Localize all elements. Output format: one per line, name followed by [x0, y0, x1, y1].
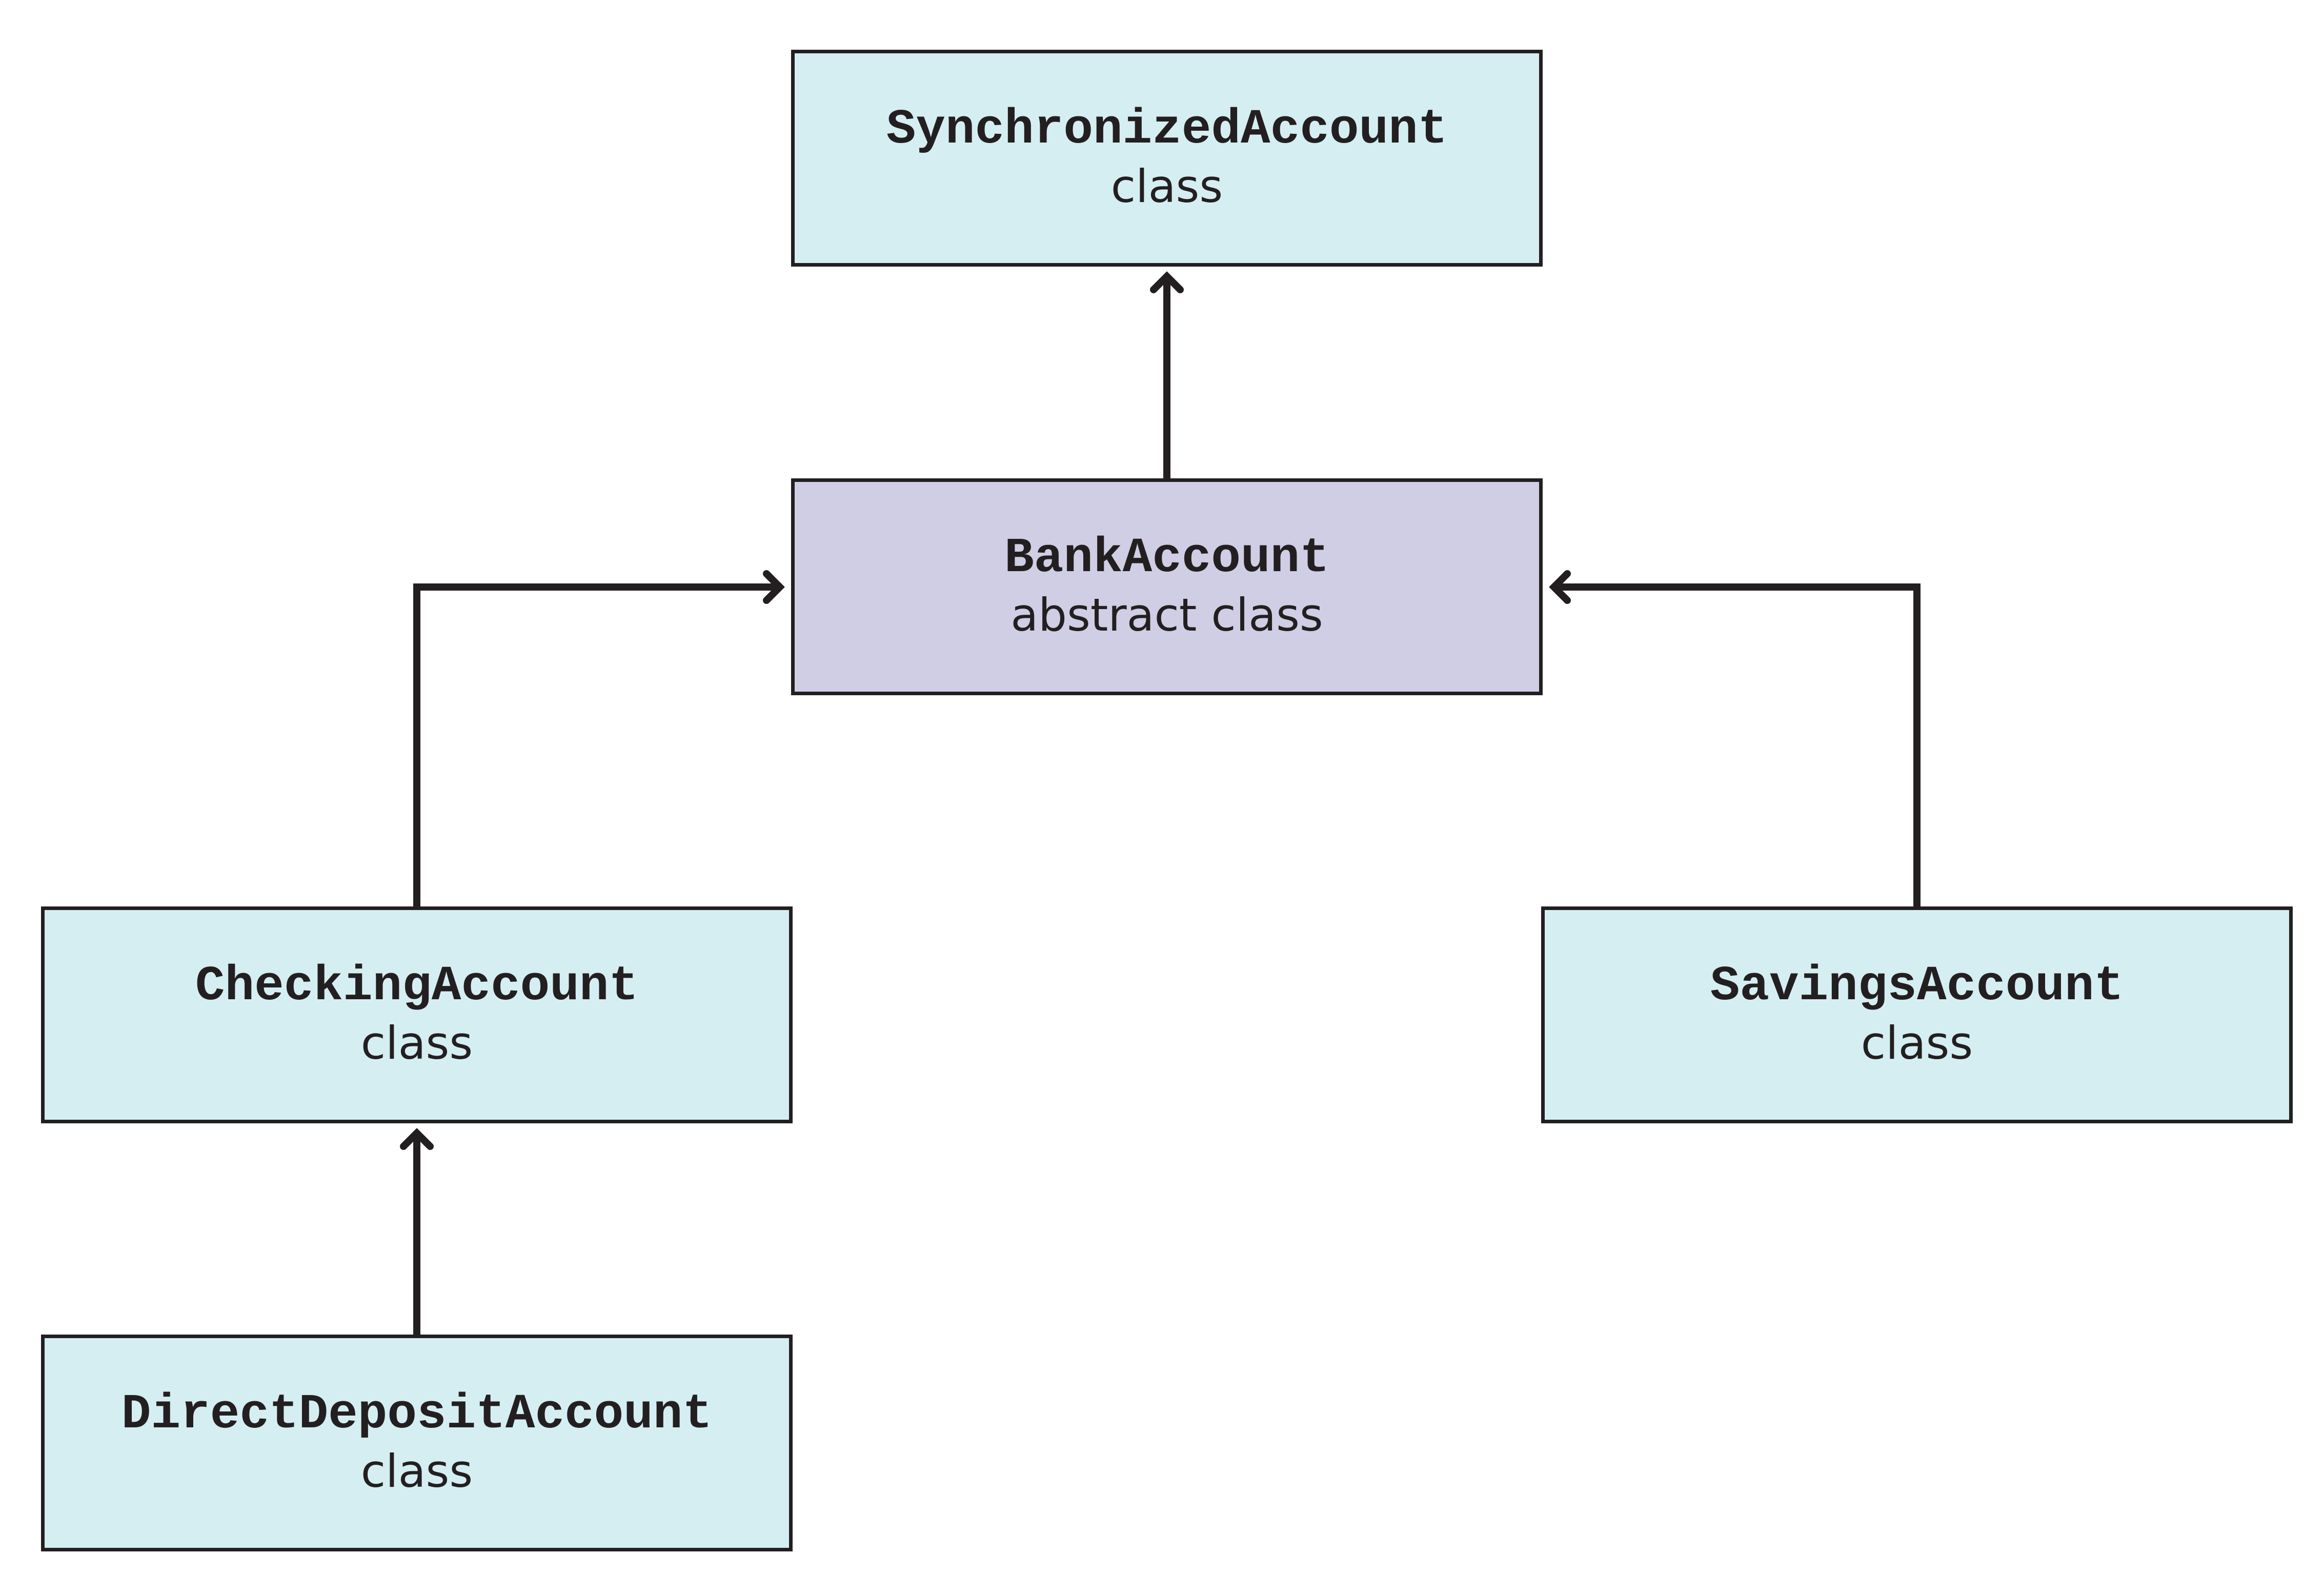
node-checking-account: CheckingAccount class [41, 906, 793, 1123]
node-name: BankAccount [1004, 530, 1329, 587]
node-kind: class [360, 1016, 473, 1069]
node-name: SynchronizedAccount [886, 102, 1448, 158]
node-name: SavingsAccount [1710, 958, 2124, 1015]
node-name: CheckingAccount [195, 958, 639, 1015]
arrowhead-synchronized [1150, 271, 1184, 293]
node-kind: class [360, 1444, 473, 1498]
arrowhead-bank-right [1549, 570, 1571, 604]
node-kind: class [1861, 1016, 1973, 1069]
arrowhead-bank-left [763, 570, 785, 604]
node-kind: abstract class [1011, 588, 1323, 641]
node-bank-account: BankAccount abstract class [791, 478, 1543, 695]
node-synchronized-account: SynchronizedAccount class [791, 50, 1543, 267]
node-savings-account: SavingsAccount class [1541, 906, 2293, 1123]
edge-savings-to-bank [1557, 583, 1921, 906]
edge-checking-to-bank [413, 583, 777, 906]
node-name: DirectDepositAccount [121, 1386, 713, 1443]
node-direct-deposit-account: DirectDepositAccount class [41, 1335, 793, 1551]
arrowhead-checking [400, 1128, 434, 1150]
node-kind: class [1110, 159, 1223, 213]
